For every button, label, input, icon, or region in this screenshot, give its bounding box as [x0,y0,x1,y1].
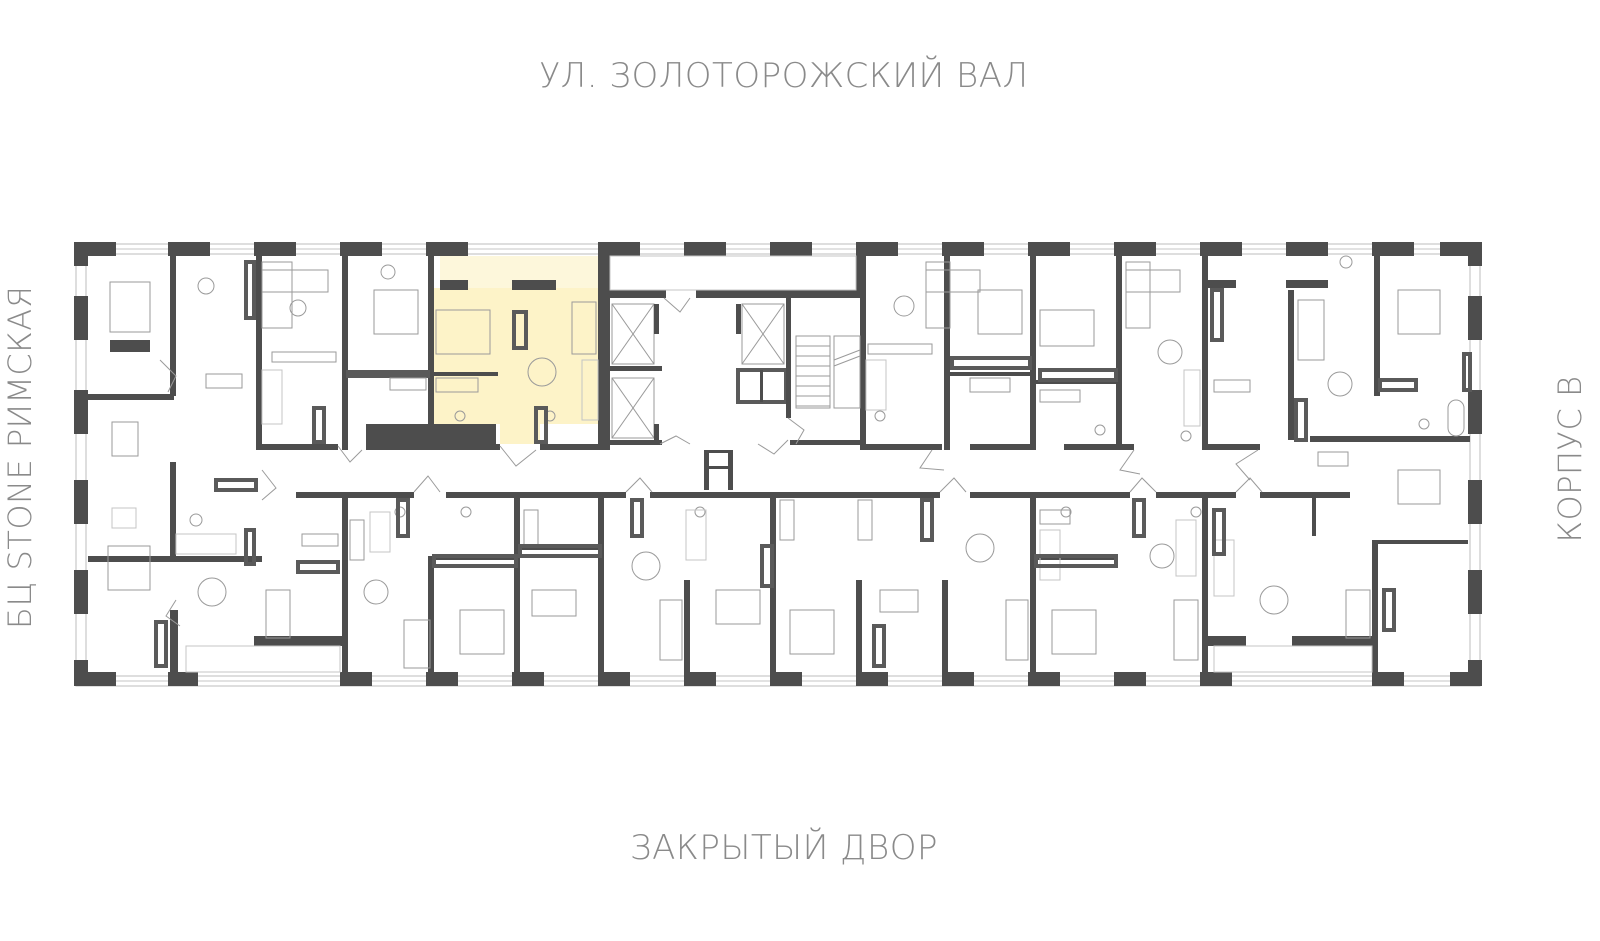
furniture-living [111,261,1371,669]
exterior-piers-top [74,242,1482,256]
balconies [185,255,1373,673]
furniture-beds [107,281,1441,655]
doors [159,297,1263,627]
corridor-walls [88,394,1470,562]
furniture-kitchens [111,359,1235,597]
interior-walls-top [170,256,1380,450]
stairs-icon [795,335,861,409]
interior-walls-bottom [170,462,1468,686]
windows [75,243,1481,687]
building-core [610,298,862,490]
street-label-top: УЛ. ЗОЛОТОРОЖСКИЙ ВАЛ [539,56,1029,96]
furniture-wardrobes [154,260,1472,668]
furniture-bathrooms [189,373,1465,561]
exterior-piers-sides [74,242,1482,686]
courtyard-label-bottom: ЗАКРЫТЫЙ ДВОР [630,828,938,868]
furniture-round-tables [197,255,1353,615]
